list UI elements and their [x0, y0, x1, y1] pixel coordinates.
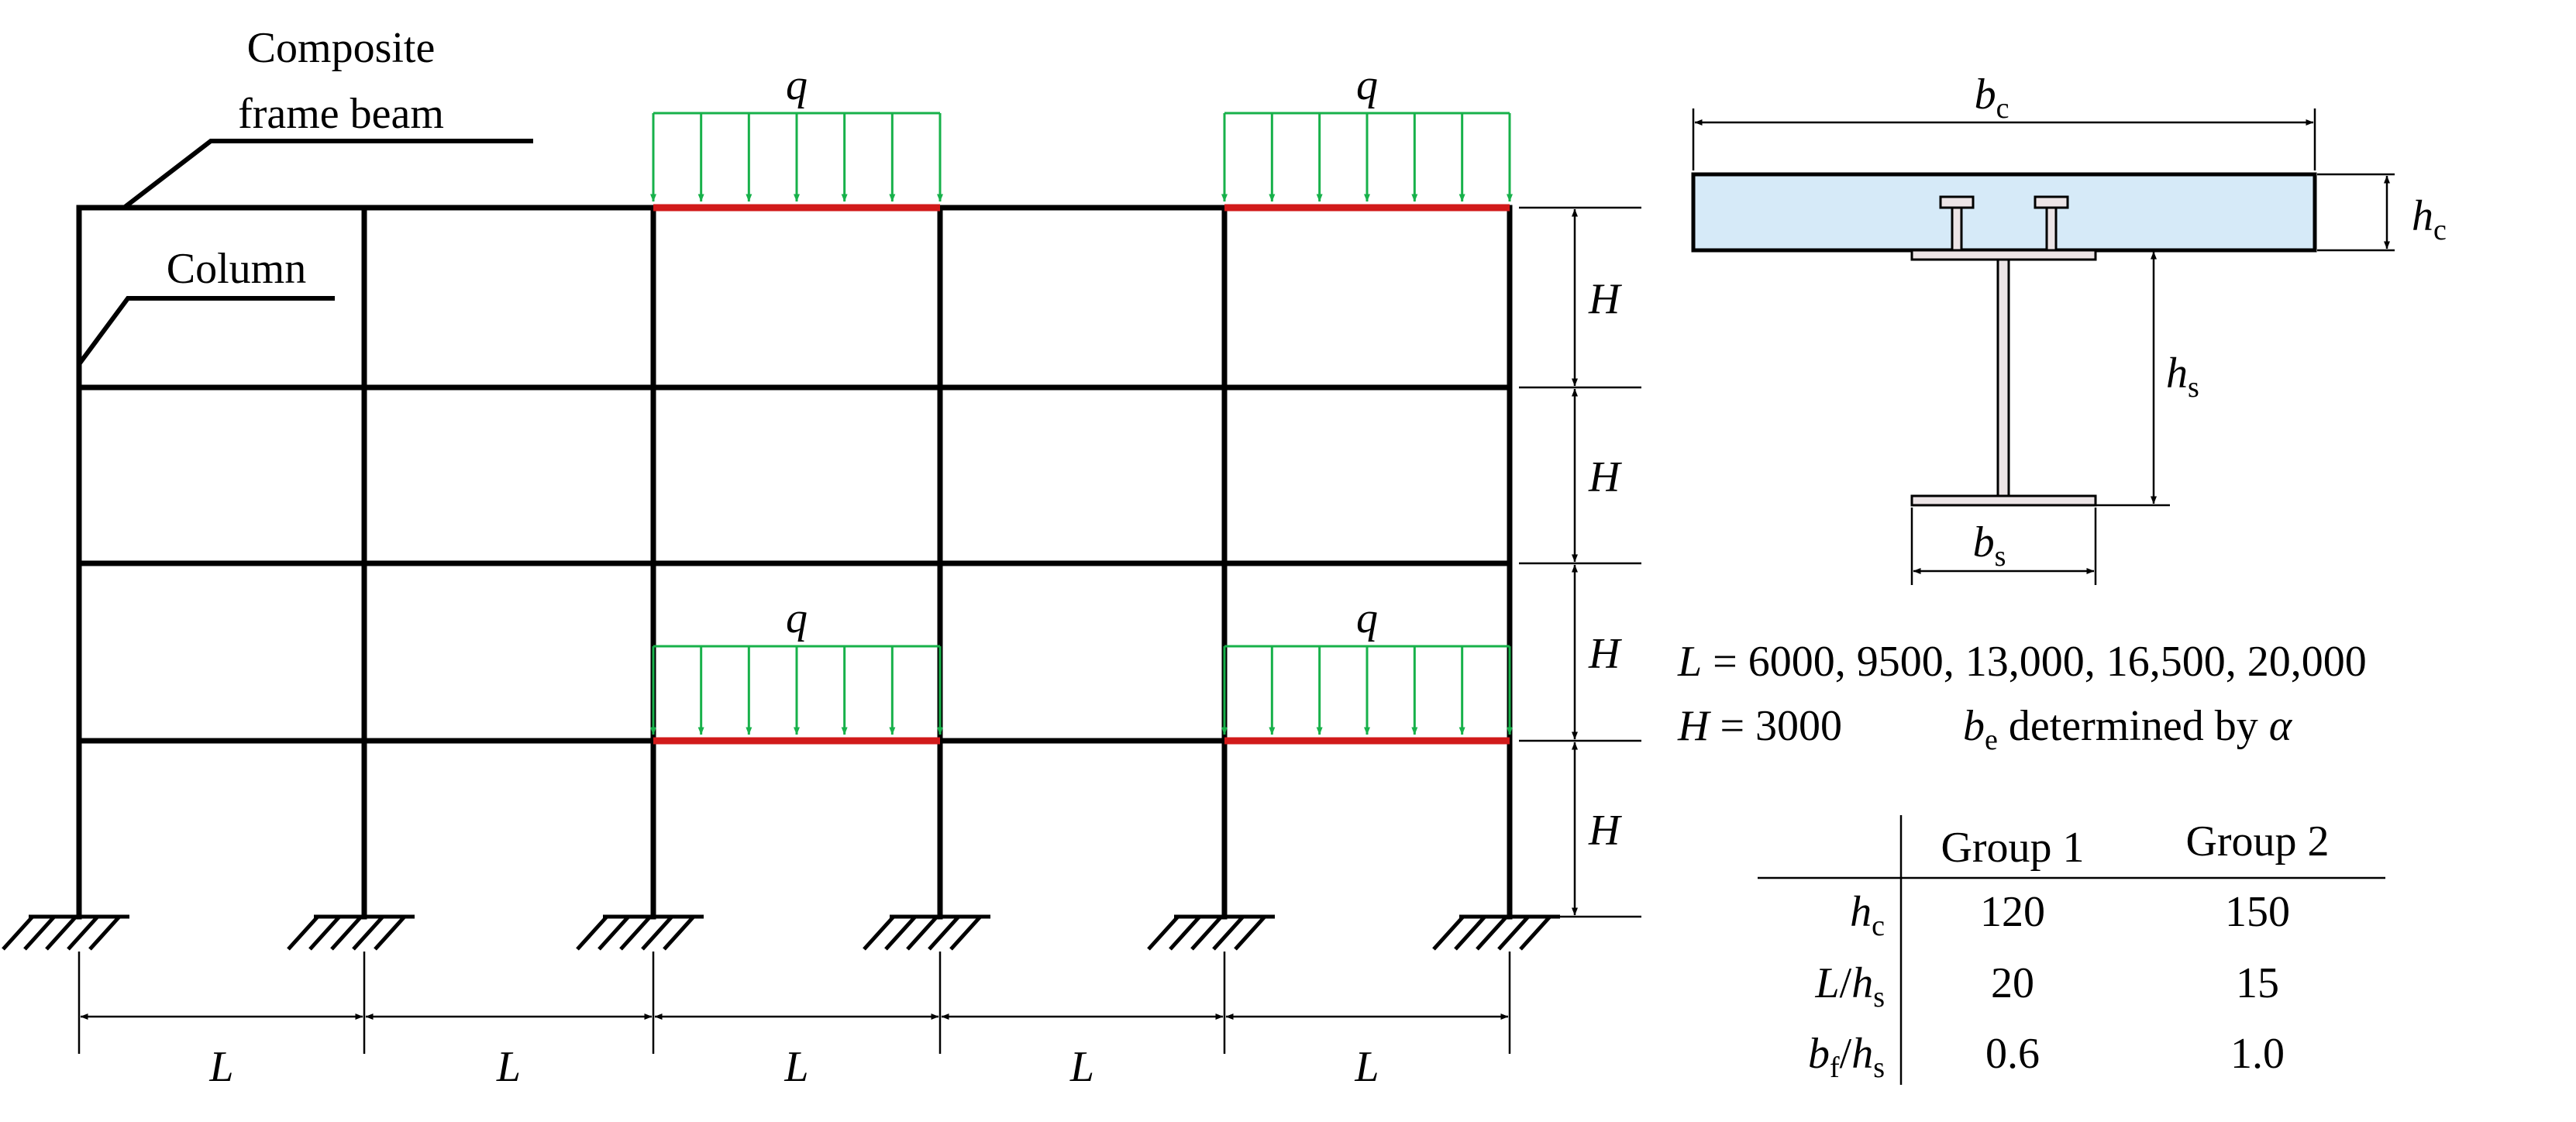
table-cell-group2: 15: [2236, 959, 2279, 1007]
distributed-load-q: q: [650, 594, 943, 735]
be-note: be determined by α: [1963, 702, 2293, 756]
cross-section: bc hc hs bs: [1691, 71, 2447, 585]
span-label: L: [783, 1043, 808, 1091]
L-values: L = 6000, 9500, 13,000, 16,500, 20,000: [1677, 638, 2367, 686]
column-leader-line: [77, 296, 335, 366]
web: [1996, 258, 2010, 497]
table-row: hc 120 150: [1850, 888, 2290, 942]
top-flange: [1910, 249, 2097, 261]
table-row: bf/hs 0.6 1.0: [1808, 1030, 2285, 1084]
table-cell-group1: 120: [1980, 888, 2045, 936]
bs-label: bs: [1973, 518, 2006, 573]
height-dimensions: H H H H: [1519, 206, 1641, 918]
table-row-label: L/hs: [1814, 959, 1885, 1014]
fixed-support: [1432, 914, 1560, 951]
table-header-group2: Group 2: [2185, 817, 2329, 866]
beam-label-line2: frame beam: [238, 90, 444, 138]
height-label: H: [1588, 807, 1622, 855]
load-label: q: [786, 61, 808, 109]
distributed-load-q: q: [1221, 594, 1513, 735]
shear-stud-right: [2034, 195, 2069, 252]
fixed-support: [2, 914, 129, 951]
beam-label-line1: Composite: [247, 24, 436, 72]
distributed-load-q: q: [1221, 61, 1513, 202]
bc-label: bc: [1975, 71, 2009, 125]
fixed-support: [863, 914, 990, 951]
bottom-flange: [1910, 494, 2097, 507]
table-row: L/hs 20 15: [1814, 959, 2279, 1014]
height-label: H: [1588, 453, 1622, 501]
span-label: L: [496, 1043, 521, 1091]
hs-label: hs: [2166, 349, 2199, 404]
table-cell-group1: 0.6: [1985, 1030, 2040, 1078]
parameters: L = 6000, 9500, 13,000, 16,500, 20,000 H…: [1677, 638, 2367, 756]
load-label: q: [786, 594, 808, 642]
load-label: q: [1356, 61, 1378, 109]
shear-stud-left: [1939, 195, 1975, 252]
fixed-support: [1147, 914, 1275, 951]
height-label: H: [1588, 275, 1622, 323]
hc-label: hc: [2412, 192, 2447, 246]
concrete-slab: [1691, 172, 2317, 253]
table-cell-group2: 1.0: [2230, 1030, 2285, 1078]
table-cell-group1: 20: [1991, 959, 2034, 1007]
frame-structure: [2, 204, 1560, 951]
table-row-label: bf/hs: [1808, 1030, 1885, 1084]
distributed-load-q: q: [650, 61, 943, 202]
table-header-group1: Group 1: [1941, 824, 2084, 872]
span-label: L: [1069, 1043, 1094, 1091]
column-label: Column: [167, 245, 306, 293]
beam-leader-line: [122, 139, 533, 210]
span-label: L: [1354, 1043, 1379, 1091]
fixed-support: [576, 914, 704, 951]
distributed-loads: q q q q: [650, 61, 1513, 735]
height-label: H: [1588, 630, 1622, 678]
span-label: L: [208, 1043, 233, 1091]
H-value: H = 3000: [1677, 702, 1842, 750]
table-row-label: hc: [1850, 888, 1885, 942]
fixed-support: [287, 914, 415, 951]
table-cell-group2: 150: [2225, 888, 2290, 936]
load-label: q: [1356, 594, 1378, 642]
